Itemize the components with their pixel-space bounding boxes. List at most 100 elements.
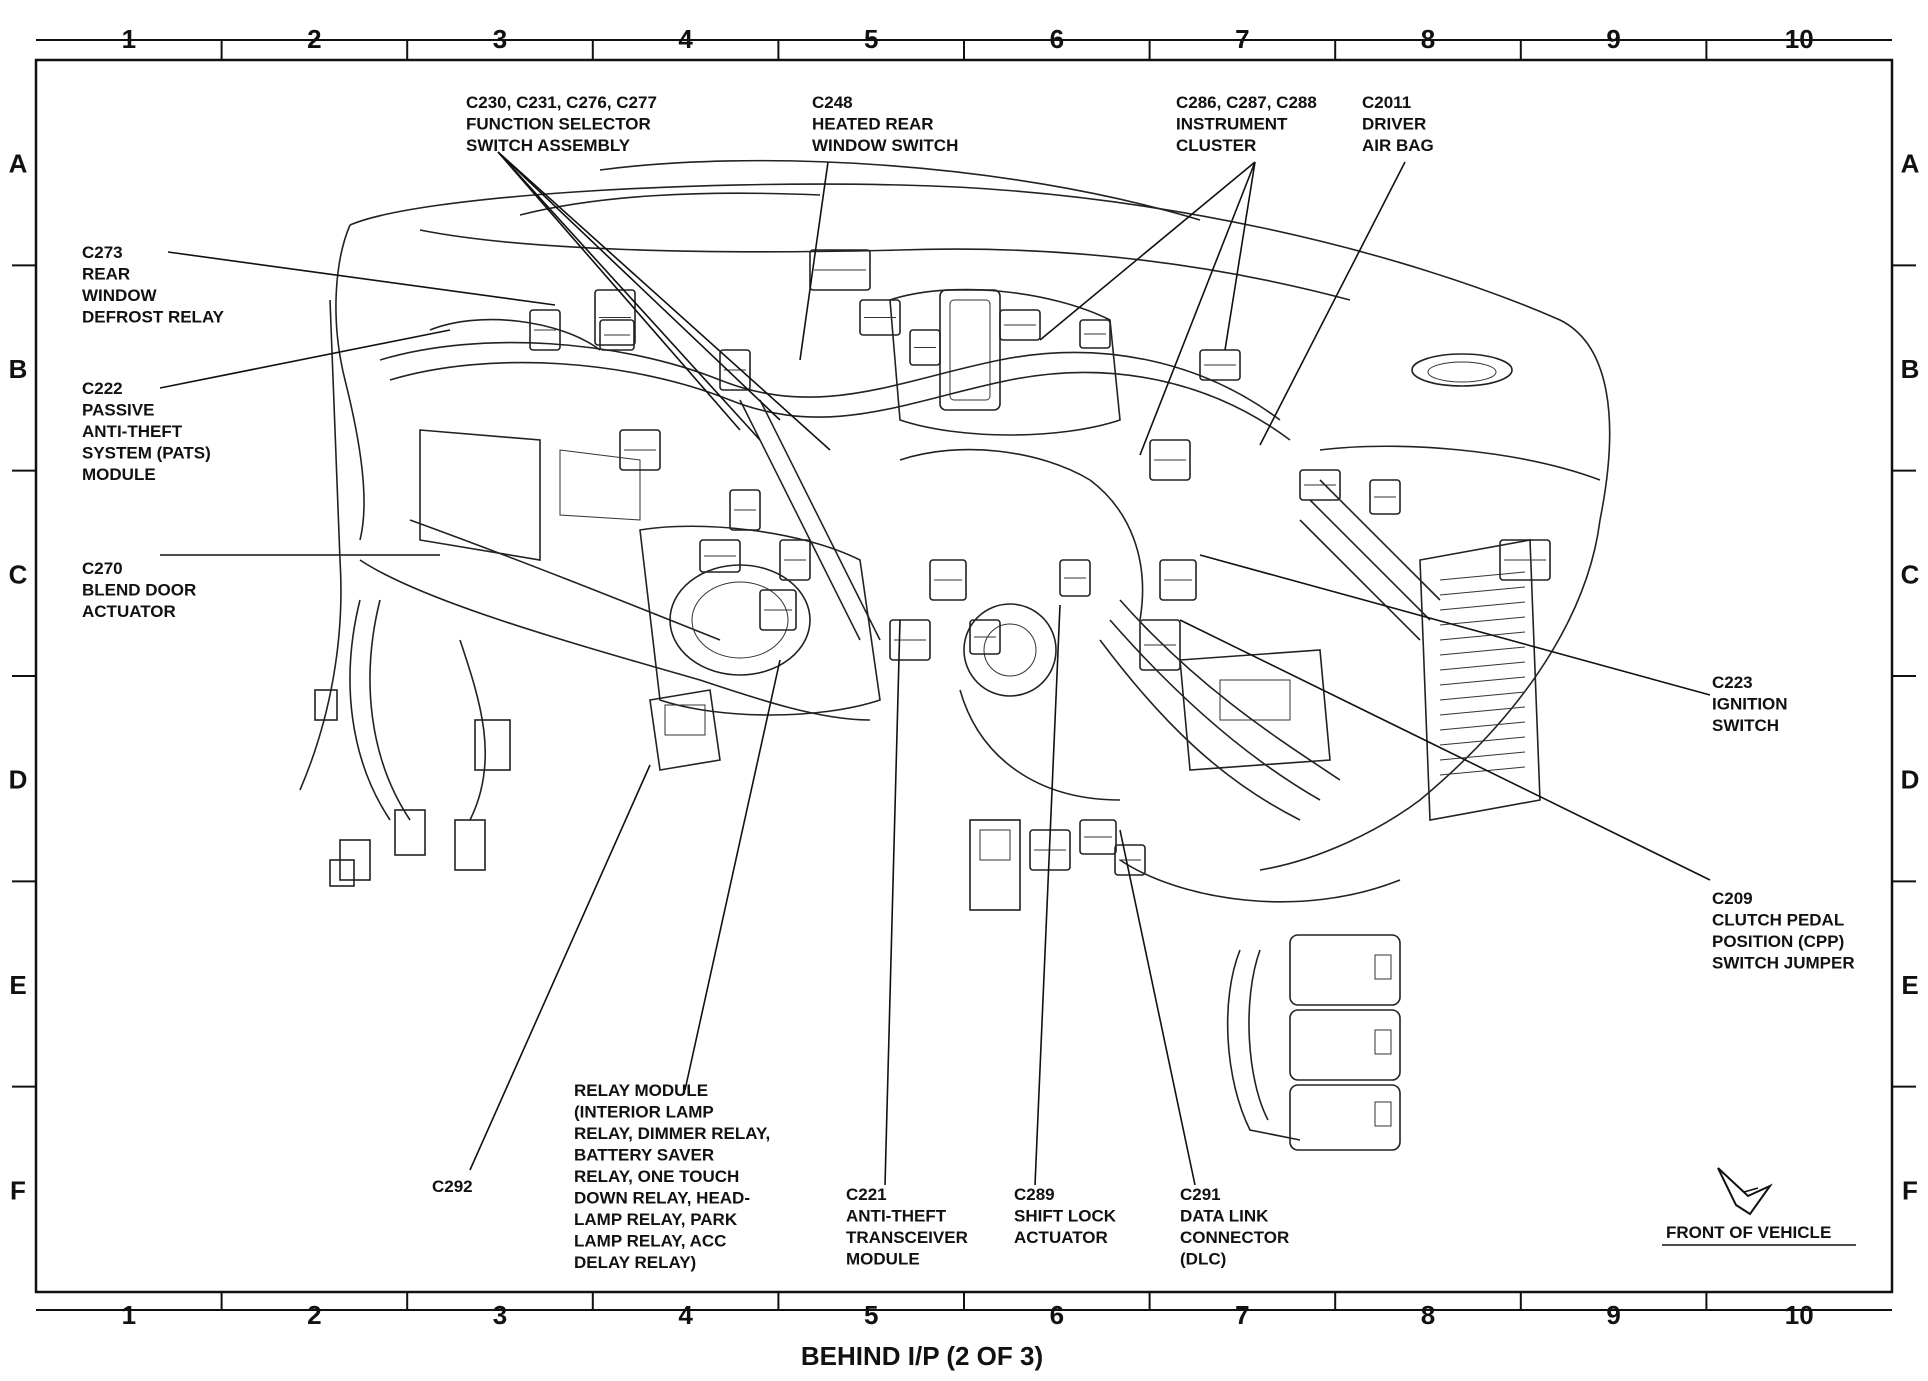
- diagram-caption: BEHIND I/P (2 OF 3): [801, 1341, 1043, 1371]
- instrument-panel-illustration: [299, 159, 1611, 1151]
- grid-col-label-bottom: 8: [1421, 1300, 1435, 1330]
- connector-shape: [889, 619, 931, 661]
- grid-col-label-bottom: 3: [493, 1300, 507, 1330]
- module-rib: [1439, 706, 1526, 716]
- callout-c286-line: C286, C287, C288: [1176, 93, 1317, 112]
- callout-c221-line: C221: [846, 1185, 887, 1204]
- module-rib: [1439, 571, 1526, 581]
- front-of-vehicle-label: FRONT OF VEHICLE: [1666, 1223, 1831, 1242]
- callout-c230-line: FUNCTION SELECTOR: [466, 115, 651, 134]
- callout-c221-line: MODULE: [846, 1250, 920, 1269]
- callout-c248-line: HEATED REAR: [812, 115, 934, 134]
- callout-c223-line: SWITCH: [1712, 716, 1779, 735]
- connector-shape: [599, 319, 635, 351]
- callout-c273-line: WINDOW: [82, 286, 158, 305]
- module-rib: [1439, 601, 1526, 611]
- grid-row-label-left: E: [9, 970, 26, 1000]
- grid-row-label-left: A: [9, 149, 28, 179]
- callout-c209-line: POSITION (CPP): [1712, 932, 1844, 951]
- callout-c289-line: C289: [1014, 1185, 1055, 1204]
- grid-col-label-bottom: 10: [1785, 1300, 1814, 1330]
- callout-c209-line: CLUTCH PEDAL: [1712, 911, 1844, 930]
- connector-shape: [1199, 349, 1241, 381]
- callout-c248-line: WINDOW SWITCH: [812, 136, 958, 155]
- callout-c291-line: C291: [1180, 1185, 1221, 1204]
- grid-row-label-right: F: [1902, 1175, 1918, 1205]
- connector-shape: [1299, 469, 1341, 501]
- connector-shape: [809, 249, 871, 291]
- module-rib: [1439, 661, 1526, 671]
- callout-relay-line: DOWN RELAY, HEAD-: [574, 1189, 750, 1208]
- callout-c292-line: C292: [432, 1177, 473, 1196]
- module-ribs: [1439, 571, 1526, 776]
- callout-c230-line: C230, C231, C276, C277: [466, 93, 657, 112]
- connector-shape: [719, 349, 751, 391]
- callout-c221-line: ANTI-THEFT: [846, 1207, 947, 1226]
- module-rib: [1439, 646, 1526, 656]
- callout-c291-line: (DLC): [1180, 1250, 1226, 1269]
- grid-row-label-right: A: [1901, 149, 1920, 179]
- connector-shape: [759, 589, 797, 631]
- callout-relay-line: RELAY, DIMMER RELAY,: [574, 1124, 770, 1143]
- module-rib: [1439, 751, 1526, 761]
- grid-col-label-bottom: 6: [1050, 1300, 1064, 1330]
- module-rib: [1439, 586, 1526, 596]
- grid-col-label-bottom: 1: [122, 1300, 136, 1330]
- connector-shape: [969, 619, 1001, 655]
- callout-c222-line: MODULE: [82, 465, 156, 484]
- connector-shape: [1499, 539, 1551, 581]
- callout-c209-line: C209: [1712, 889, 1753, 908]
- callout-c273-line: REAR: [82, 265, 130, 284]
- callout-relay-line: RELAY, ONE TOUCH: [574, 1167, 739, 1186]
- callout-c230-line: SWITCH ASSEMBLY: [466, 136, 631, 155]
- callout-c2011-line: DRIVER: [1362, 115, 1426, 134]
- leader-lines: [159, 151, 1711, 1186]
- callout-c221-line: TRANSCEIVER: [846, 1228, 968, 1247]
- grid-row-label-right: C: [1901, 559, 1920, 589]
- callout-c289-line: SHIFT LOCK: [1014, 1207, 1117, 1226]
- connector-shape: [1079, 819, 1117, 855]
- callout-c223-line: C223: [1712, 673, 1753, 692]
- module-rib: [1439, 616, 1526, 626]
- callout-relay-line: RELAY MODULE: [574, 1081, 708, 1100]
- connector-shape: [1369, 479, 1401, 515]
- callout-relay-line: (INTERIOR LAMP: [574, 1103, 714, 1122]
- callout-c273-line: DEFROST RELAY: [82, 308, 225, 327]
- connector-shape: [729, 489, 761, 531]
- callout-relay-line: LAMP RELAY, PARK: [574, 1210, 738, 1229]
- grid-col-label-bottom: 9: [1606, 1300, 1620, 1330]
- callout-c222-line: C222: [82, 379, 123, 398]
- grid-row-label-right: B: [1901, 354, 1920, 384]
- callout-c273-line: C273: [82, 243, 123, 262]
- grid-row-label-left: B: [9, 354, 28, 384]
- callout-c248-line: C248: [812, 93, 853, 112]
- grid-col-label-bottom: 7: [1235, 1300, 1249, 1330]
- connector-shape: [929, 559, 967, 601]
- connector-shape: [1149, 439, 1191, 481]
- data-link-connector-stack: [1226, 934, 1401, 1151]
- connector-shape: [999, 309, 1041, 341]
- callout-c223-line: IGNITION: [1712, 695, 1788, 714]
- callout-c270-line: ACTUATOR: [82, 602, 176, 621]
- connector-shape: [909, 329, 941, 366]
- module-rib: [1439, 691, 1526, 701]
- callout-c2011-line: AIR BAG: [1362, 136, 1434, 155]
- callout-c289-line: ACTUATOR: [1014, 1228, 1108, 1247]
- connector-shape: [619, 429, 661, 471]
- grid-row-label-left: F: [10, 1175, 26, 1205]
- connector-shape: [699, 539, 741, 573]
- callout-relay-line: BATTERY SAVER: [574, 1146, 714, 1165]
- connector-shape: [529, 309, 561, 351]
- module-rib: [1439, 766, 1526, 776]
- callout-c2011-line: C2011: [1362, 93, 1411, 112]
- connector-shape: [779, 539, 811, 581]
- grid-row-label-right: D: [1901, 765, 1920, 795]
- diagram-frame: [34, 58, 1894, 1294]
- grid-col-label-bottom: 4: [678, 1300, 693, 1330]
- connector-shape: [1059, 559, 1091, 597]
- connector-shape: [1139, 619, 1181, 671]
- callout-c222-line: PASSIVE: [82, 401, 154, 420]
